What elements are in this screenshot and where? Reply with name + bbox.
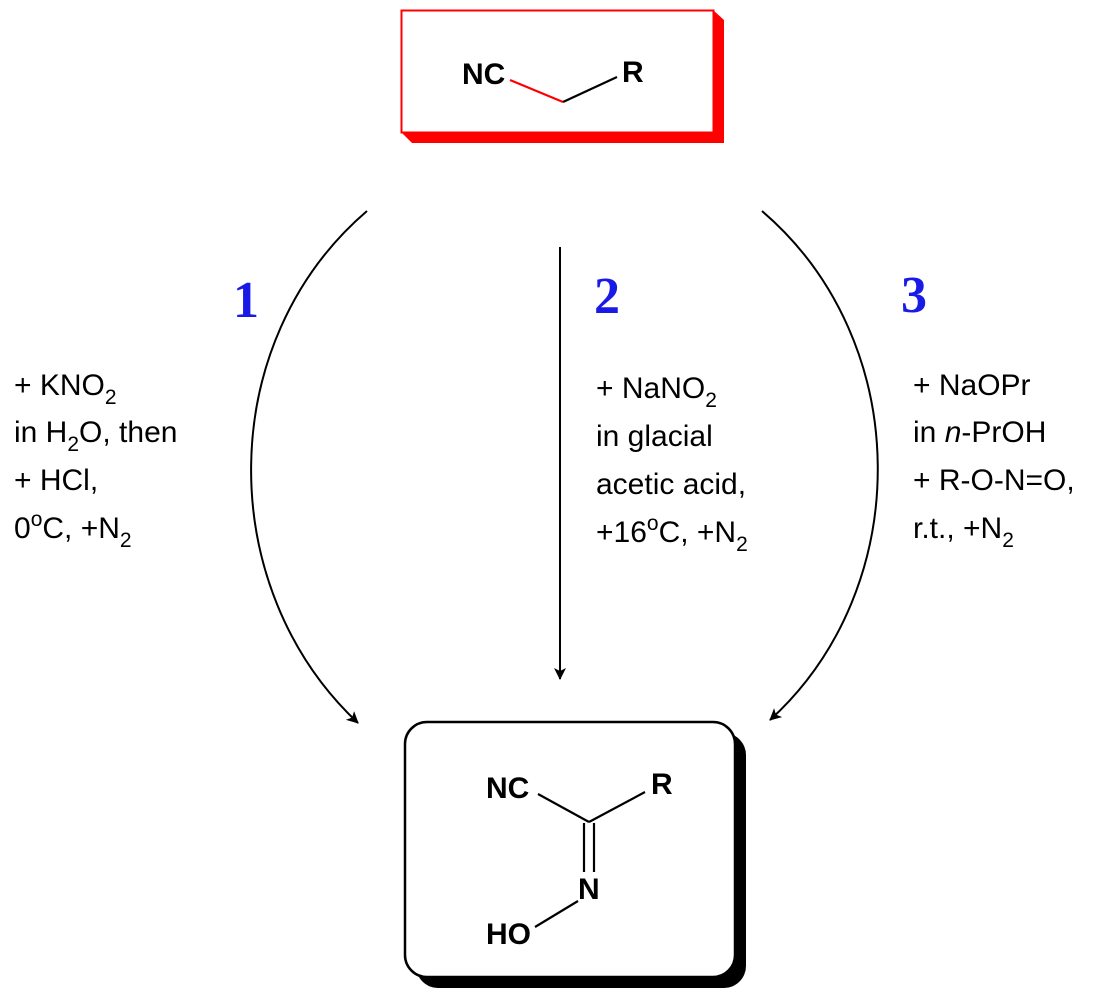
condition-text-segment: r.t., +N <box>913 512 1002 545</box>
route-3-condition-line: + R-O-N=O, <box>913 464 1075 497</box>
condition-text-segment: 2 <box>1002 529 1014 552</box>
route-3-condition-line: in n-PrOH <box>913 416 1046 449</box>
condition-text-segment: -PrOH <box>961 416 1046 449</box>
route-3-conditions: + NaOPr in n-PrOH + R-O-N=O, r.t., +N2 <box>913 369 1075 552</box>
product-structure: NC R N HO <box>486 768 673 951</box>
route-1-conditions: + KNO2 in H2O, then + HCl, 0oC, +N2 <box>14 369 177 552</box>
condition-text-segment: o <box>647 512 659 535</box>
condition-text-segment: + R-O-N=O, <box>913 464 1075 497</box>
product-nc-label: NC <box>486 772 529 805</box>
condition-text-segment: +16 <box>596 516 647 549</box>
starting-material-structure: NC R <box>462 56 644 104</box>
route-2-condition-line: acetic acid, <box>596 468 746 501</box>
condition-text-segment: 2 <box>105 386 117 409</box>
condition-text-segment: n <box>945 416 962 449</box>
route-1-condition-line: + KNO2 <box>14 369 117 409</box>
route-2-condition-line: +16oC, +N2 <box>596 512 748 556</box>
product-box <box>403 720 746 988</box>
route-1-condition-line: in H2O, then <box>14 416 177 456</box>
product-box-frame <box>403 720 737 979</box>
product-n-label: N <box>578 873 600 906</box>
condition-text-segment: in H <box>14 416 67 449</box>
condition-text-segment: C, +N <box>659 516 737 549</box>
condition-text-segment: 2 <box>705 389 717 412</box>
starting-material-r-label: R <box>622 56 644 89</box>
condition-text-segment: acetic acid, <box>596 468 746 501</box>
condition-text-segment: 2 <box>736 533 748 556</box>
product-ho-label: HO <box>486 918 531 951</box>
condition-text-segment: + NaOPr <box>913 369 1031 402</box>
starting-material-nc-label: NC <box>462 58 505 91</box>
condition-text-segment: O, then <box>79 416 177 449</box>
product-n-o-bond <box>534 900 579 928</box>
condition-text-segment: 2 <box>120 529 132 552</box>
starting-material-ch2-r-bond <box>562 76 618 103</box>
condition-text-segment: 2 <box>67 433 79 456</box>
condition-text-segment: in glacial <box>596 420 713 453</box>
condition-text-segment: + KNO <box>14 369 105 402</box>
route-1-condition-line: + HCl, <box>14 464 98 497</box>
route-2-condition-line: in glacial <box>596 420 713 453</box>
condition-text-segment: in <box>913 416 945 449</box>
route-2-condition-line: + NaNO2 <box>596 372 717 412</box>
condition-text-segment: + NaNO <box>596 372 705 405</box>
product-r-label: R <box>651 768 673 801</box>
route-1-arrow <box>250 210 368 724</box>
product-c-r-bond <box>588 791 646 823</box>
condition-text-segment: 0 <box>14 512 31 545</box>
route-3-condition-line: + NaOPr <box>913 369 1031 402</box>
condition-text-segment: o <box>31 508 43 531</box>
condition-text-segment: + HCl, <box>14 464 98 497</box>
starting-material-box-frame <box>400 9 715 134</box>
product-nc-c-bond <box>537 793 590 823</box>
route-3-number: 3 <box>901 267 927 324</box>
starting-material-nc-ch2-bond <box>509 78 564 104</box>
route-1-number: 1 <box>233 272 259 329</box>
route-2-conditions: + NaNO2 in glacial acetic acid, +16oC, +… <box>596 372 748 556</box>
route-1-condition-line: 0oC, +N2 <box>14 508 132 552</box>
condition-text-segment: C, +N <box>42 512 120 545</box>
starting-material-box <box>400 9 724 143</box>
route-2-number: 2 <box>594 268 620 325</box>
route-3-condition-line: r.t., +N2 <box>913 512 1014 552</box>
route-3-arrow <box>761 210 879 721</box>
